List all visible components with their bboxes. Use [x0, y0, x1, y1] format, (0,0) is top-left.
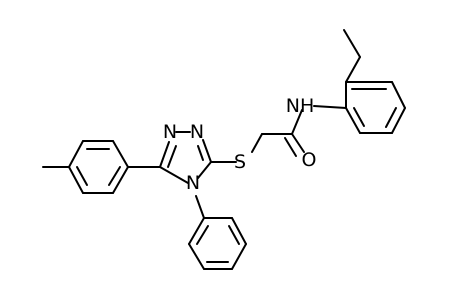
- bond-ring-b-6-inner: [196, 225, 209, 245]
- atom-label-nh: NH: [286, 95, 315, 117]
- bond-c5-n4: [159, 166, 189, 184]
- atom-label-s: S: [234, 151, 246, 173]
- atom-label-o: O: [302, 149, 317, 171]
- bond-ring-c-4: [68, 166, 84, 194]
- bond-n1-c5: [159, 141, 170, 168]
- bond-ethyl-ch2: [345, 56, 361, 83]
- bond-ring-c-6: [112, 166, 129, 194]
- bond-ring-b-2: [231, 217, 247, 245]
- bond-ring-b-2-inner: [228, 225, 240, 245]
- bond-ring-c-6-inner: [108, 166, 121, 186]
- bond-ring-c-3: [68, 140, 84, 168]
- bond-ring-c-4-inner: [76, 166, 88, 186]
- atom-label-n4: N: [186, 172, 200, 194]
- bond-ch2-s: [251, 133, 263, 153]
- bond-n4-c3: [197, 161, 212, 179]
- bond-c3-n2: [202, 139, 212, 163]
- bond-ring-a-2: [391, 81, 406, 109]
- atom-label-n1: N: [163, 121, 177, 143]
- bond-ring-a-5-inner: [353, 107, 365, 127]
- bond-n4-phenyl: [195, 195, 205, 219]
- bond-ethyl-ch3: [343, 29, 361, 58]
- bond-carbonyl-o-double: [284, 137, 297, 157]
- bond-ring-b-3: [231, 243, 247, 270]
- bond-ring-c-1: [112, 140, 129, 168]
- bond-n1-c5-double: [167, 145, 177, 168]
- bond-carbonyl-o: [291, 133, 305, 153]
- bond-ring-b-6: [188, 217, 205, 245]
- bond-ring-a-5: [345, 107, 361, 134]
- bond-ring-a-3-inner: [385, 107, 397, 128]
- atom-label-n2: N: [190, 121, 204, 143]
- bond-ring-b-5: [188, 243, 205, 270]
- bond-c3-n2-double: [197, 145, 204, 161]
- bond-nh-carbonyl: [291, 109, 303, 135]
- bond-ring-a-3: [391, 107, 406, 134]
- bond-nh-aryl: [313, 105, 347, 109]
